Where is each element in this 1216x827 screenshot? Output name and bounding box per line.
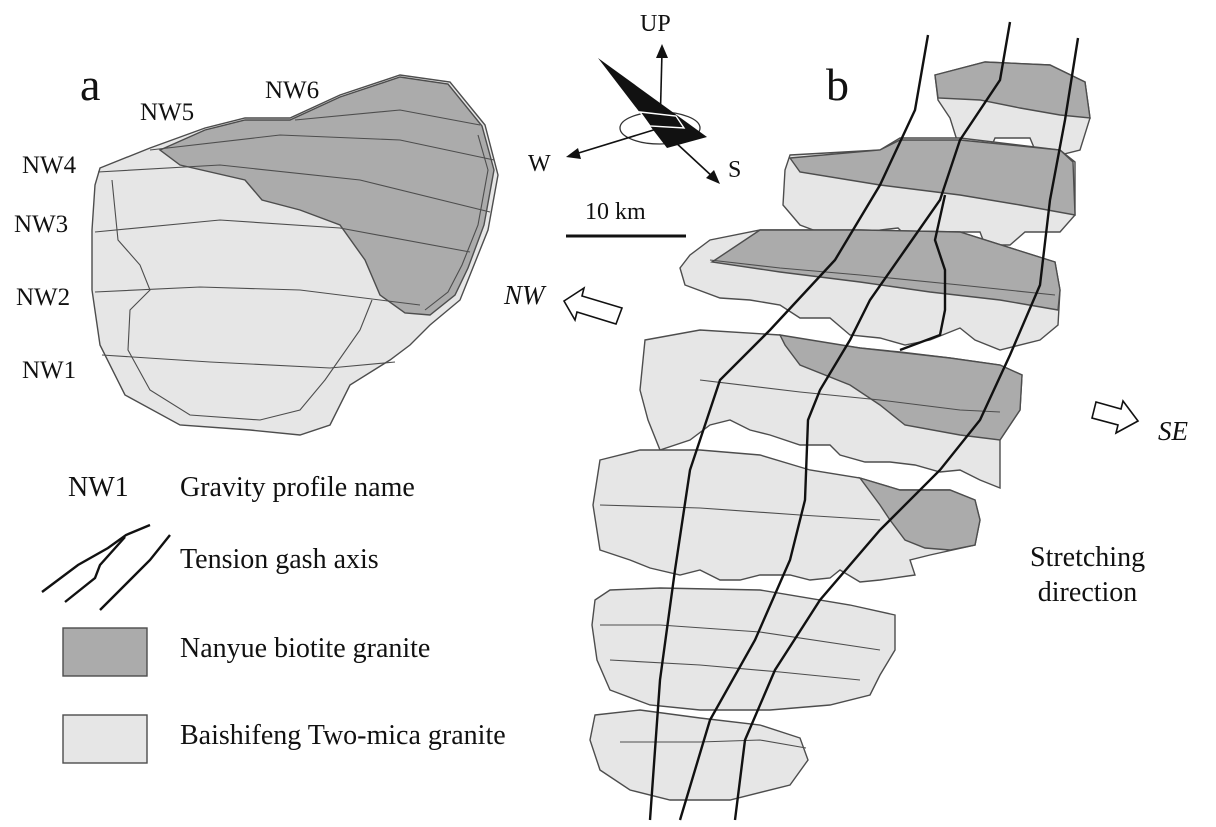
- nw-arrow-icon: [562, 286, 624, 325]
- compass-west-arrow-line: [571, 127, 661, 156]
- profile-label-nw2: NW2: [16, 284, 71, 311]
- profile-label-nw4: NW4: [22, 152, 77, 179]
- legend-baishifeng-text: Baishifeng Two-mica granite: [180, 720, 506, 751]
- slice-1-nanyue: [934, 61, 1091, 119]
- legend-profile-symbol: NW1: [68, 472, 129, 503]
- profile-label-nw1: NW1: [22, 357, 77, 384]
- panel-a-map: [91, 74, 499, 436]
- tension-gash-axis-2: [678, 21, 1012, 821]
- panel-b-blocks: [589, 21, 1091, 821]
- nw-direction-label: NW: [504, 280, 545, 310]
- profile-line-nw1: [101, 354, 396, 369]
- scale-bar-label: 10 km: [585, 199, 646, 225]
- slice-4-nanyue: [778, 334, 1023, 441]
- pluton-inner-rim-a: [111, 179, 373, 421]
- profile-label-nw3: NW3: [14, 211, 69, 238]
- legend-nanyue-text: Nanyue biotite granite: [180, 633, 431, 664]
- profile-line-nw5: [149, 134, 495, 161]
- slice-5-nanyue: [858, 476, 981, 551]
- slice-2-nanyue: [788, 139, 1076, 216]
- slice-3-nanyue: [710, 229, 1061, 311]
- stretching-line-2: direction: [1037, 577, 1138, 608]
- panel-a-label: a: [80, 59, 101, 110]
- slice-6-body: [591, 587, 896, 711]
- profile-label-nw6: NW6: [265, 77, 320, 104]
- profile-line-nw3: [94, 219, 471, 253]
- se-arrow-icon: [1091, 399, 1140, 435]
- profile-line-nw6: [294, 109, 481, 126]
- slice-inner-outlines: [599, 259, 1056, 749]
- compass-plunge-needle: [598, 58, 707, 148]
- compass-needle-highlight: [638, 111, 686, 129]
- compass-rose: [566, 44, 720, 238]
- compass-up-arrowhead: [656, 44, 668, 58]
- compass-west-arrowhead: [566, 148, 581, 159]
- se-direction-label: SE: [1158, 416, 1188, 446]
- profile-line-nw2: [94, 286, 421, 306]
- compass-up-label: UP: [640, 11, 671, 37]
- tension-gash-axis-4: [733, 37, 1080, 821]
- legend-nanyue-swatch: [62, 627, 148, 677]
- compass-south-label: S: [728, 157, 742, 183]
- profile-line-nw4: [97, 164, 491, 213]
- profile-label-nw5: NW5: [140, 99, 195, 126]
- stretching-line-1: Stretching: [1030, 542, 1146, 573]
- stretching-direction-label: Stretching direction: [1030, 540, 1145, 610]
- tension-gash-axis-3: [899, 194, 947, 352]
- legend-tension-text: Tension gash axis: [180, 544, 379, 575]
- panel-b-label: b: [826, 59, 849, 110]
- legend-profile-text: Gravity profile name: [180, 472, 415, 503]
- compass-south-arrowhead: [706, 170, 720, 184]
- legend-baishifeng-swatch: [62, 714, 148, 764]
- legend-tension-gash-symbol: [41, 523, 171, 611]
- tension-gash-axis-1: [648, 34, 930, 821]
- nanyue-inner-edge-a: [424, 134, 489, 311]
- nanyue-granite-body-a: [158, 76, 495, 316]
- compass-west-label: W: [528, 151, 551, 177]
